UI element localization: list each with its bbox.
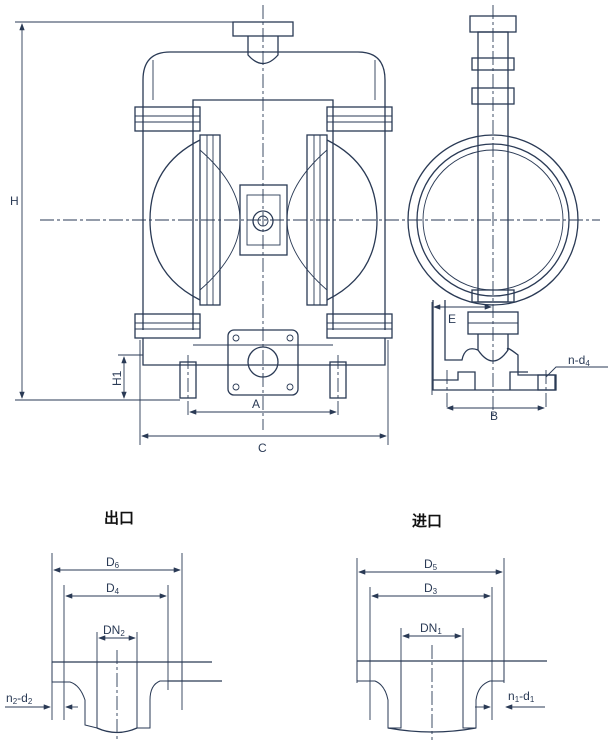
dim-D6-sub: 6 xyxy=(115,561,120,570)
dim-D3-sub: 3 xyxy=(433,587,438,596)
upper-right-flange xyxy=(326,106,393,132)
center-block xyxy=(239,184,288,256)
outlet-title: 出口 xyxy=(104,509,134,527)
outlet-neck xyxy=(247,36,279,65)
lower-right-flange xyxy=(326,313,393,339)
dim-DN1-sub: 1 xyxy=(437,627,442,636)
dim-D5-sub: 5 xyxy=(433,563,438,572)
label-n2-d2-d: -d xyxy=(17,691,28,705)
front-view: H H1 A C xyxy=(10,5,600,455)
upper-left-flange xyxy=(134,106,201,132)
label-n1-d1-n-sub: 1 xyxy=(515,695,520,704)
label-n2-d2-d-sub: 2 xyxy=(28,697,33,706)
dim-H: H xyxy=(10,194,19,208)
air-valve xyxy=(252,210,274,232)
inlet-flange-section-left xyxy=(356,660,402,729)
dim-D3-main: D xyxy=(424,581,433,595)
dim-DN2-main: DN xyxy=(103,623,120,637)
housing-ring xyxy=(407,134,579,306)
dim-A: A xyxy=(252,397,260,411)
label-n1-d1: n1-d1 xyxy=(508,689,535,704)
label-n-d4-main: n-d xyxy=(568,353,585,367)
dim-D5: D5 xyxy=(424,557,438,572)
outlet-flange-section-right xyxy=(136,661,183,729)
dim-D3: D3 xyxy=(424,581,438,596)
outlet-detail: 出口 D6 D4 DN2 n2-d2 xyxy=(5,509,222,740)
dim-DN2: DN2 xyxy=(103,623,125,638)
label-n-d4-sub: 4 xyxy=(585,359,590,368)
outlet-flange xyxy=(232,21,294,37)
label-n1-d1-d: -d xyxy=(519,689,530,703)
dim-DN1: DN1 xyxy=(420,621,442,636)
side-view: E B n-d4 xyxy=(407,5,608,423)
dim-D5-main: D xyxy=(424,557,433,571)
label-n2-d2-n: n xyxy=(6,691,13,705)
inlet-detail: 进口 D5 D3 DN1 n1-d1 xyxy=(356,512,547,740)
label-n-d4: n-d4 xyxy=(568,353,590,368)
dim-D4: D4 xyxy=(106,581,120,596)
dim-D4-main: D xyxy=(106,581,115,595)
side-base xyxy=(432,300,556,391)
dim-D4-sub: 4 xyxy=(115,587,120,596)
label-n2-d2-n-sub: 2 xyxy=(13,697,18,706)
manifold-inner xyxy=(192,99,334,330)
inlet-flange xyxy=(227,329,299,396)
dim-B: B xyxy=(490,409,498,423)
left-cover-plate xyxy=(199,134,221,306)
dim-DN2-sub: 2 xyxy=(120,629,125,638)
label-n2-d2: n2-d2 xyxy=(6,691,33,706)
dim-D6-main: D xyxy=(106,555,115,569)
top-manifold xyxy=(142,51,386,330)
dim-DN1-main: DN xyxy=(420,621,437,635)
dim-D6: D6 xyxy=(106,555,120,570)
inlet-flange-section-right xyxy=(462,660,505,729)
dim-E: E xyxy=(448,312,456,326)
left-chamber xyxy=(149,139,201,301)
dim-H1: H1 xyxy=(110,370,124,386)
lower-left-flange xyxy=(134,313,201,339)
right-cover-plate xyxy=(306,134,328,306)
right-chamber xyxy=(326,139,378,301)
bottom-manifold xyxy=(142,338,386,366)
label-n1-d1-d-sub: 1 xyxy=(530,695,535,704)
outlet-flange-section-left xyxy=(51,661,98,729)
label-n1-d1-n: n xyxy=(508,689,515,703)
inlet-title: 进口 xyxy=(412,512,442,530)
dim-C: C xyxy=(258,441,267,455)
